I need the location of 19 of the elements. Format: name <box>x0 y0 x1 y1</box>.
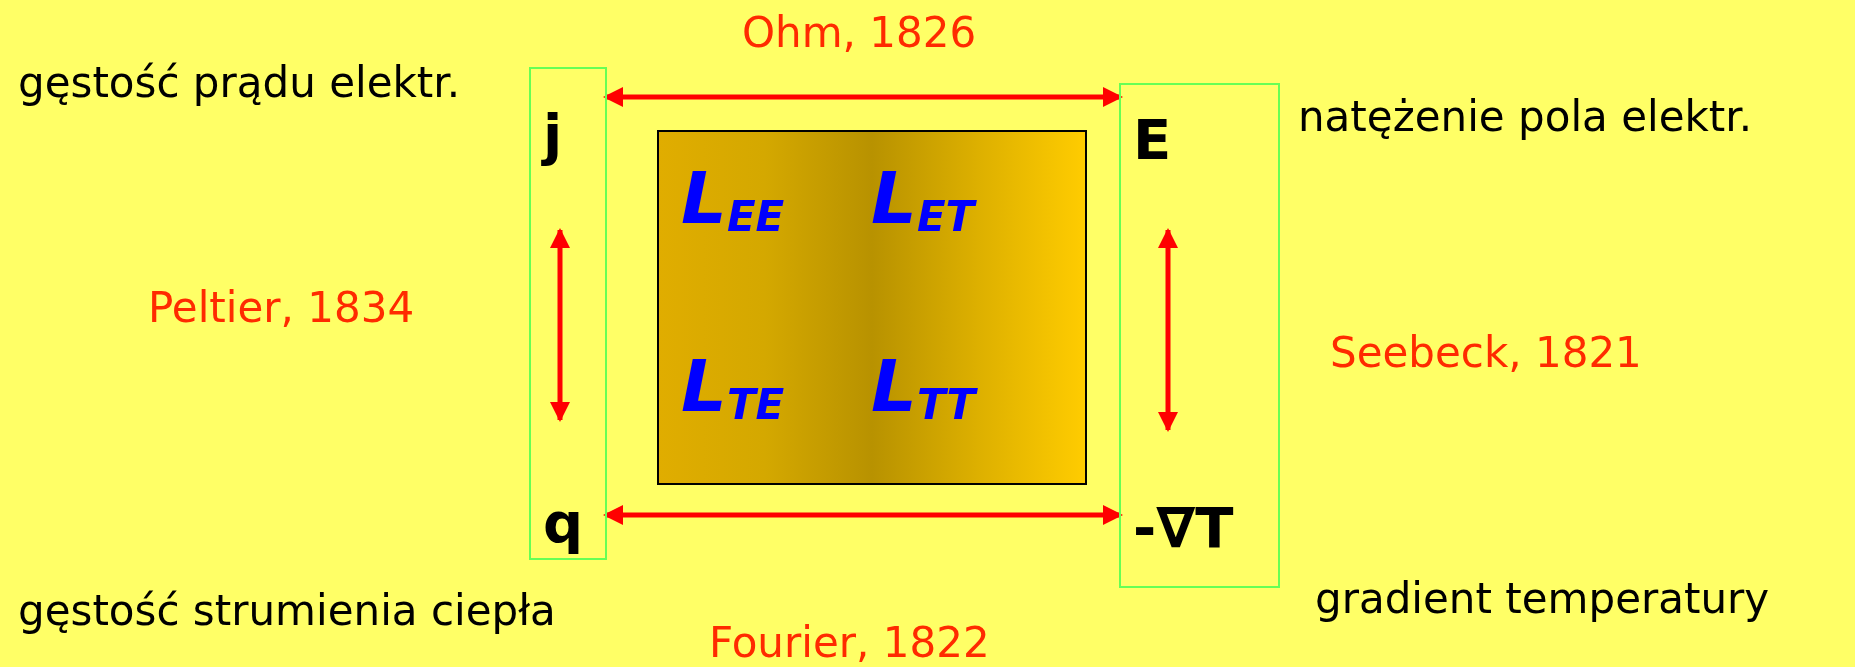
coefficient-matrix <box>657 130 1087 485</box>
variable-symbol: -∇T <box>1121 430 1278 586</box>
coefficient-symbol: L$_{ET}$ <box>871 162 975 239</box>
variable-symbol: E <box>1121 92 1278 230</box>
quantity-caption: natężenie pola elektr. <box>1298 96 1753 138</box>
coefficient-symbol: L$_{EE}$ <box>681 162 785 239</box>
quantity-caption: gęstość strumienia ciepła <box>18 590 556 632</box>
variable-symbol: q <box>531 420 605 554</box>
coefficient-symbol: L$_{TT}$ <box>871 350 976 427</box>
quantity-caption: gradient temperatury <box>1315 578 1770 620</box>
double-arrow <box>1158 228 1178 432</box>
double-arrow <box>603 87 1123 107</box>
coefficient-symbol: L$_{TE}$ <box>681 350 785 427</box>
double-arrow <box>603 505 1123 525</box>
variable-symbol: j <box>531 87 605 230</box>
variable-frame <box>1119 83 1280 588</box>
quantity-caption: gęstość prądu elektr. <box>18 62 461 104</box>
variable-frame <box>529 67 607 560</box>
double-arrow <box>550 228 570 422</box>
